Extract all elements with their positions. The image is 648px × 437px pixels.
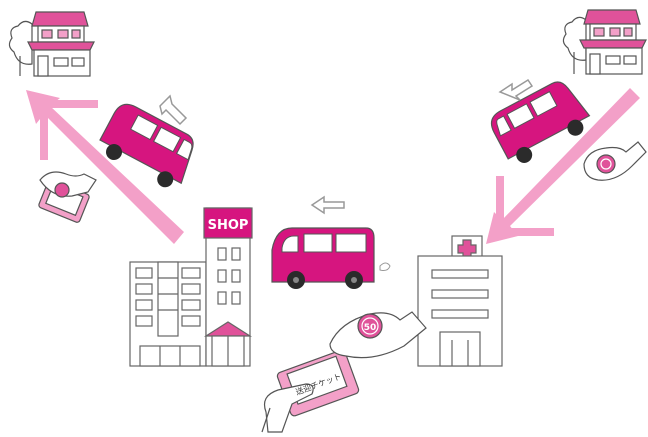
house-right: [563, 10, 646, 74]
coin-right: [597, 155, 615, 173]
shop-sign: SHOP: [208, 218, 249, 233]
hand-with-coin-right: [584, 142, 646, 180]
hospital-building: [418, 236, 502, 366]
hand-receiving-coin: [330, 312, 426, 358]
van-center: [272, 228, 390, 289]
coin-text: 50: [364, 323, 377, 333]
small-arrow-center: [312, 197, 344, 213]
house-left: [9, 12, 94, 76]
hand-with-ticket-left: [38, 172, 96, 223]
coin-left: [55, 183, 69, 197]
small-arrow-top-left: [160, 96, 186, 124]
